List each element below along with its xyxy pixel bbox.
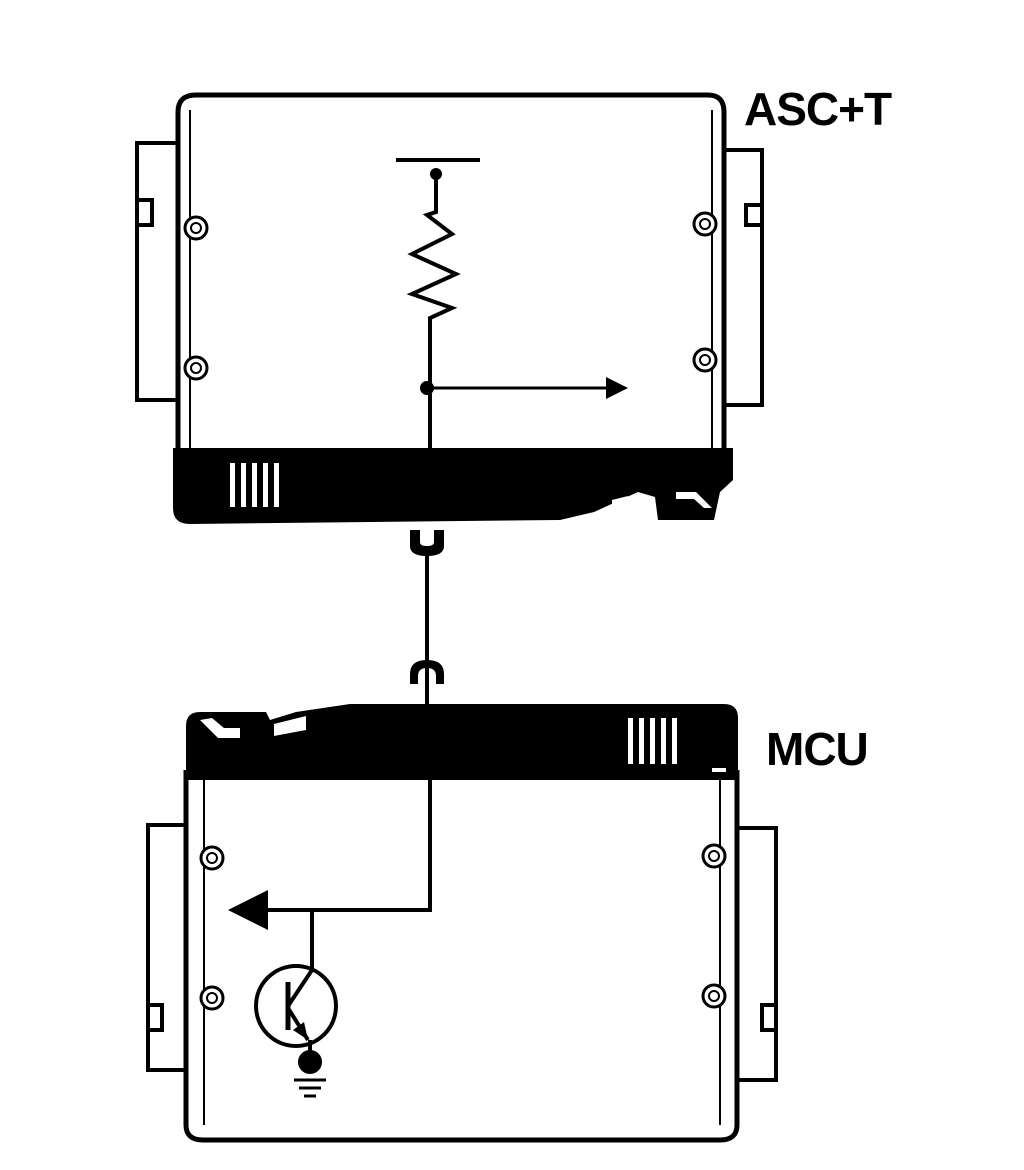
screw-icon — [692, 211, 718, 237]
mcu-connector-strip — [186, 704, 738, 780]
mcu-control-module — [146, 704, 778, 1143]
input-arrow-icon — [228, 890, 268, 930]
asct-connector-strip — [173, 448, 733, 524]
screw-icon — [692, 347, 718, 373]
connector-socket-icon — [410, 660, 444, 684]
mcu-right-bracket — [738, 826, 778, 1082]
mcu-latch — [200, 718, 240, 738]
mcu-module-label: MCU — [766, 723, 869, 775]
screw-icon — [183, 355, 209, 381]
screw-icon — [701, 983, 727, 1009]
mcu-left-bracket — [146, 823, 190, 1072]
output-arrow-icon — [606, 377, 628, 399]
asct-right-bracket — [722, 148, 764, 407]
signal-wire — [410, 530, 444, 706]
ground-icon — [294, 1040, 326, 1098]
transistor-icon — [254, 910, 338, 1048]
mcu-housing — [183, 770, 740, 1143]
screw-icon — [183, 215, 209, 241]
asct-connector-pins — [230, 463, 279, 507]
mcu-connector-pins — [628, 718, 677, 764]
asct-left-bracket — [135, 141, 178, 402]
asct-latch — [676, 492, 712, 508]
screw-icon — [701, 843, 727, 869]
screw-icon — [199, 985, 225, 1011]
resistor-icon — [406, 174, 461, 452]
asct-control-module — [135, 92, 764, 524]
asct-module-label: ASC+T — [744, 83, 892, 135]
screw-icon — [199, 845, 225, 871]
connector-pin-icon — [410, 530, 444, 556]
